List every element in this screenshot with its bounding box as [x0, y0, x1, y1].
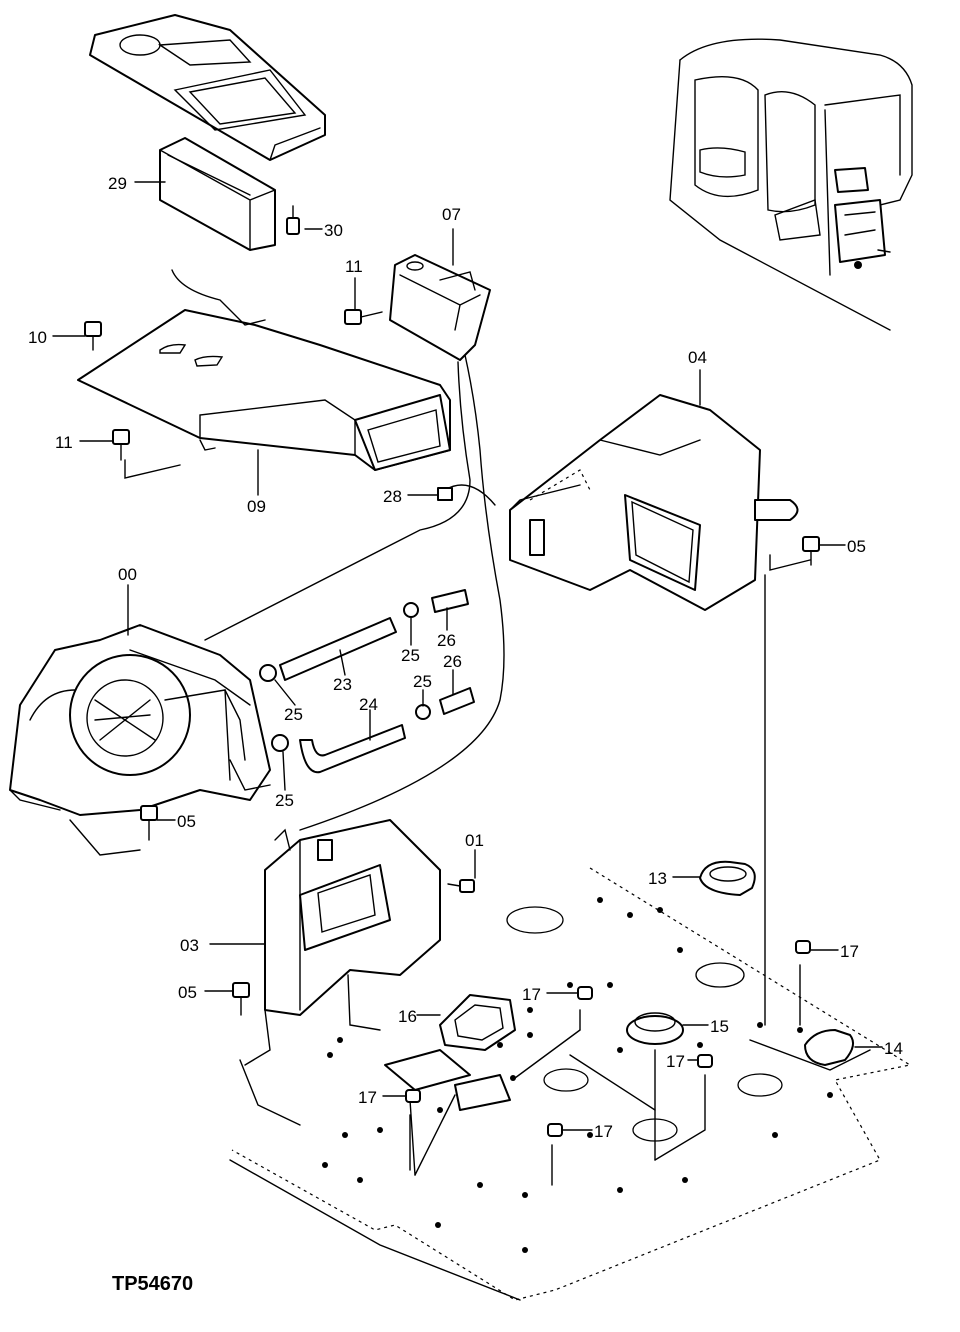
callout-10: 10 — [28, 328, 47, 347]
bolt-05-lower — [232, 982, 250, 1016]
duct-09 — [77, 269, 451, 471]
callout-15: 15 — [710, 1017, 729, 1036]
callout-01: 01 — [465, 831, 484, 850]
grommet-13 — [699, 860, 756, 896]
duct-03 — [244, 819, 441, 1066]
bolt-05-right — [802, 536, 820, 566]
callout-17-bottom: 17 — [594, 1122, 613, 1141]
bolt-05-left — [140, 805, 158, 841]
callout-14: 14 — [884, 1039, 903, 1058]
screw-30 — [286, 205, 300, 235]
callout-05-right: 05 — [847, 537, 866, 556]
plug-17-a — [795, 940, 811, 954]
bolt-11-left — [112, 429, 181, 479]
callout-24: 24 — [359, 695, 378, 714]
storage-box-29 — [159, 137, 276, 251]
plug-17-d — [405, 1089, 421, 1103]
grommet-16 — [439, 994, 516, 1051]
callout-26-upper: 26 — [437, 631, 456, 650]
console-tray — [89, 14, 326, 161]
callout-17-mid: 17 — [666, 1052, 685, 1071]
callout-26-lower: 26 — [443, 652, 462, 671]
plug-14 — [804, 1029, 855, 1066]
plug-17-e — [547, 1123, 563, 1137]
controller-07 — [389, 254, 491, 361]
callout-05-lower: 05 — [178, 983, 197, 1002]
callout-25-left: 25 — [284, 705, 303, 724]
callout-05-left: 05 — [177, 812, 196, 831]
control-cable — [299, 354, 505, 831]
duct-04 — [509, 394, 811, 611]
clamp-25-a — [403, 602, 419, 618]
callout-28: 28 — [383, 487, 402, 506]
callout-23: 23 — [333, 675, 352, 694]
callout-07: 07 — [442, 205, 461, 224]
callout-leaders — [52, 181, 883, 1131]
floor-plate — [229, 574, 912, 1301]
hose-23 — [279, 617, 397, 681]
plug-17-c — [697, 1054, 713, 1068]
clamp-25-b — [415, 704, 431, 720]
heater-unit-00 — [9, 624, 271, 856]
callout-17-center: 17 — [522, 985, 541, 1004]
clamp-25-d — [271, 734, 289, 752]
nipple-26-b — [439, 687, 475, 715]
callout-25-mid: 25 — [413, 672, 432, 691]
callout-16: 16 — [398, 1007, 417, 1026]
callout-00: 00 — [118, 565, 137, 584]
figure-id: TP54670 — [112, 1273, 193, 1295]
callout-30: 30 — [324, 221, 343, 240]
callout-25-lower: 25 — [275, 791, 294, 810]
callout-11-left: 11 — [55, 433, 73, 452]
callout-09: 09 — [247, 497, 266, 516]
callout-25-upper: 25 — [401, 646, 420, 665]
screw-01 — [447, 879, 475, 893]
callout-17-left: 17 — [358, 1088, 377, 1107]
plug-17-b — [577, 986, 593, 1000]
callout-04: 04 — [688, 348, 707, 367]
callout-17-right: 17 — [840, 942, 859, 961]
clamp-25-c — [259, 664, 277, 682]
callout-29: 29 — [108, 174, 127, 193]
bolt-11-upper — [344, 309, 383, 325]
clamp-28 — [437, 487, 453, 501]
callout-03: 03 — [180, 936, 199, 955]
callout-11-upper: 11 — [345, 257, 363, 276]
hose-24 — [299, 724, 406, 774]
callout-13: 13 — [648, 869, 667, 888]
bolt-10 — [84, 321, 102, 351]
nipple-26-a — [431, 589, 469, 613]
grommet-15 — [626, 1012, 684, 1045]
cab-location-view — [669, 38, 913, 331]
